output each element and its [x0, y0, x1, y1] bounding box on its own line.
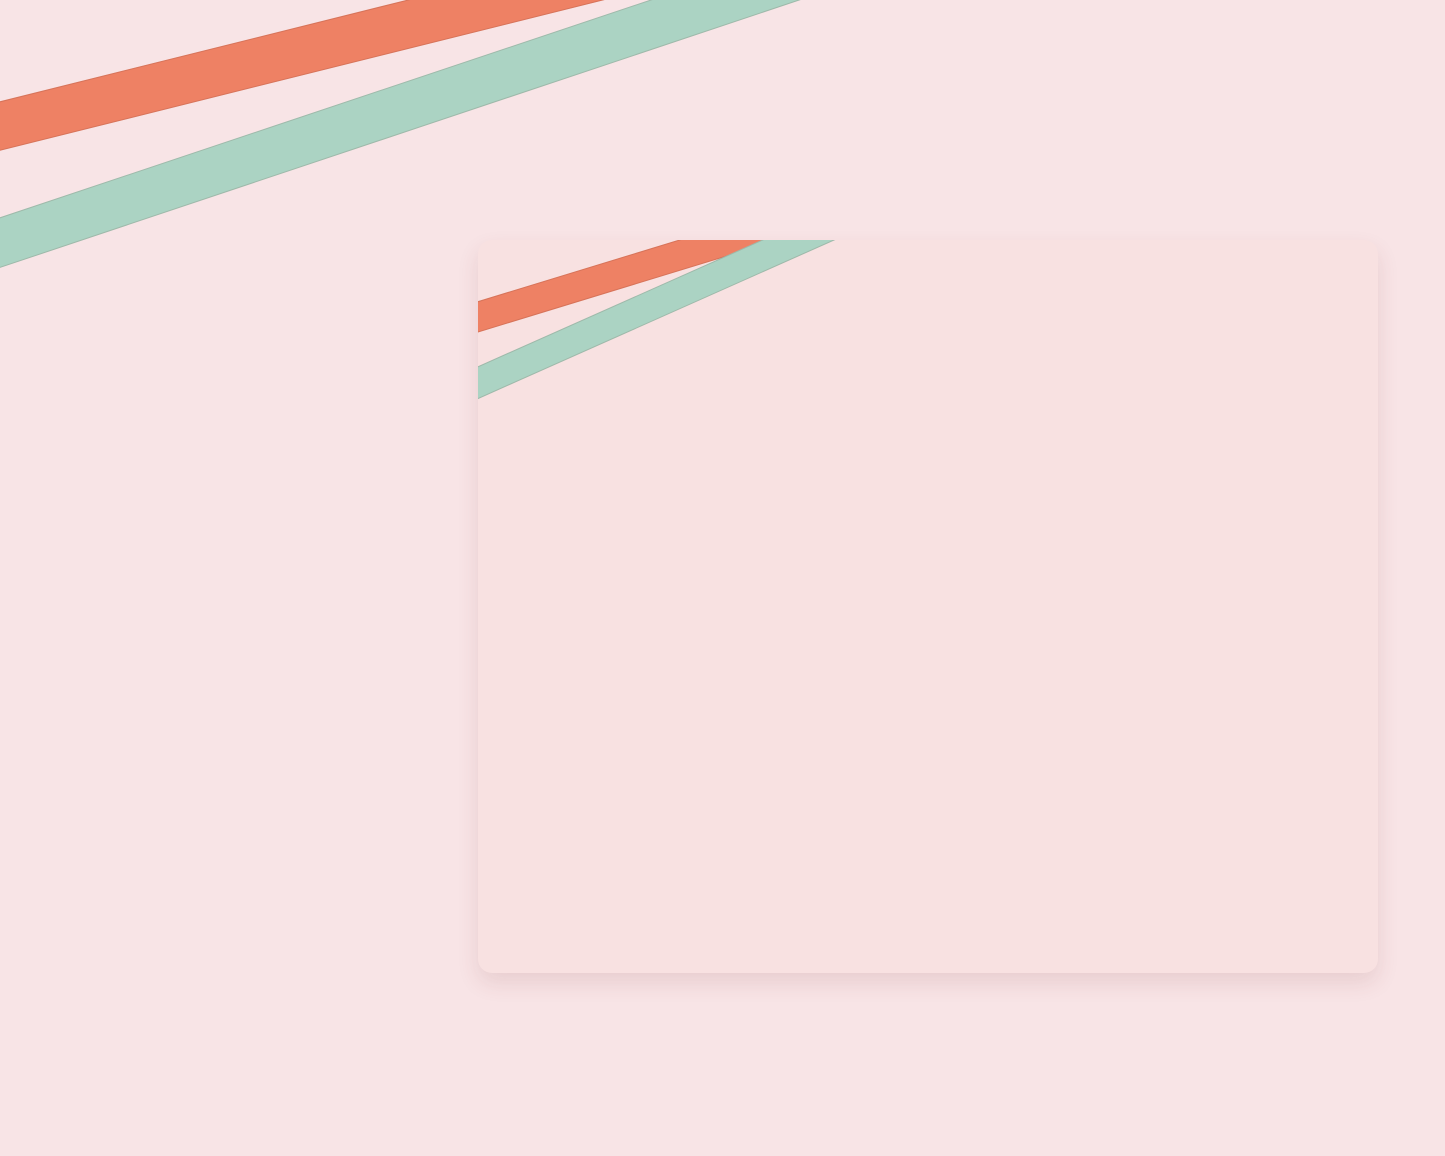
washi-ribbon-amy-designs	[0, 0, 1070, 279]
rainbow-illustration-small	[478, 240, 1378, 973]
rainbow-illustration	[0, 560, 560, 1156]
addons-collage-panel	[478, 240, 1378, 973]
